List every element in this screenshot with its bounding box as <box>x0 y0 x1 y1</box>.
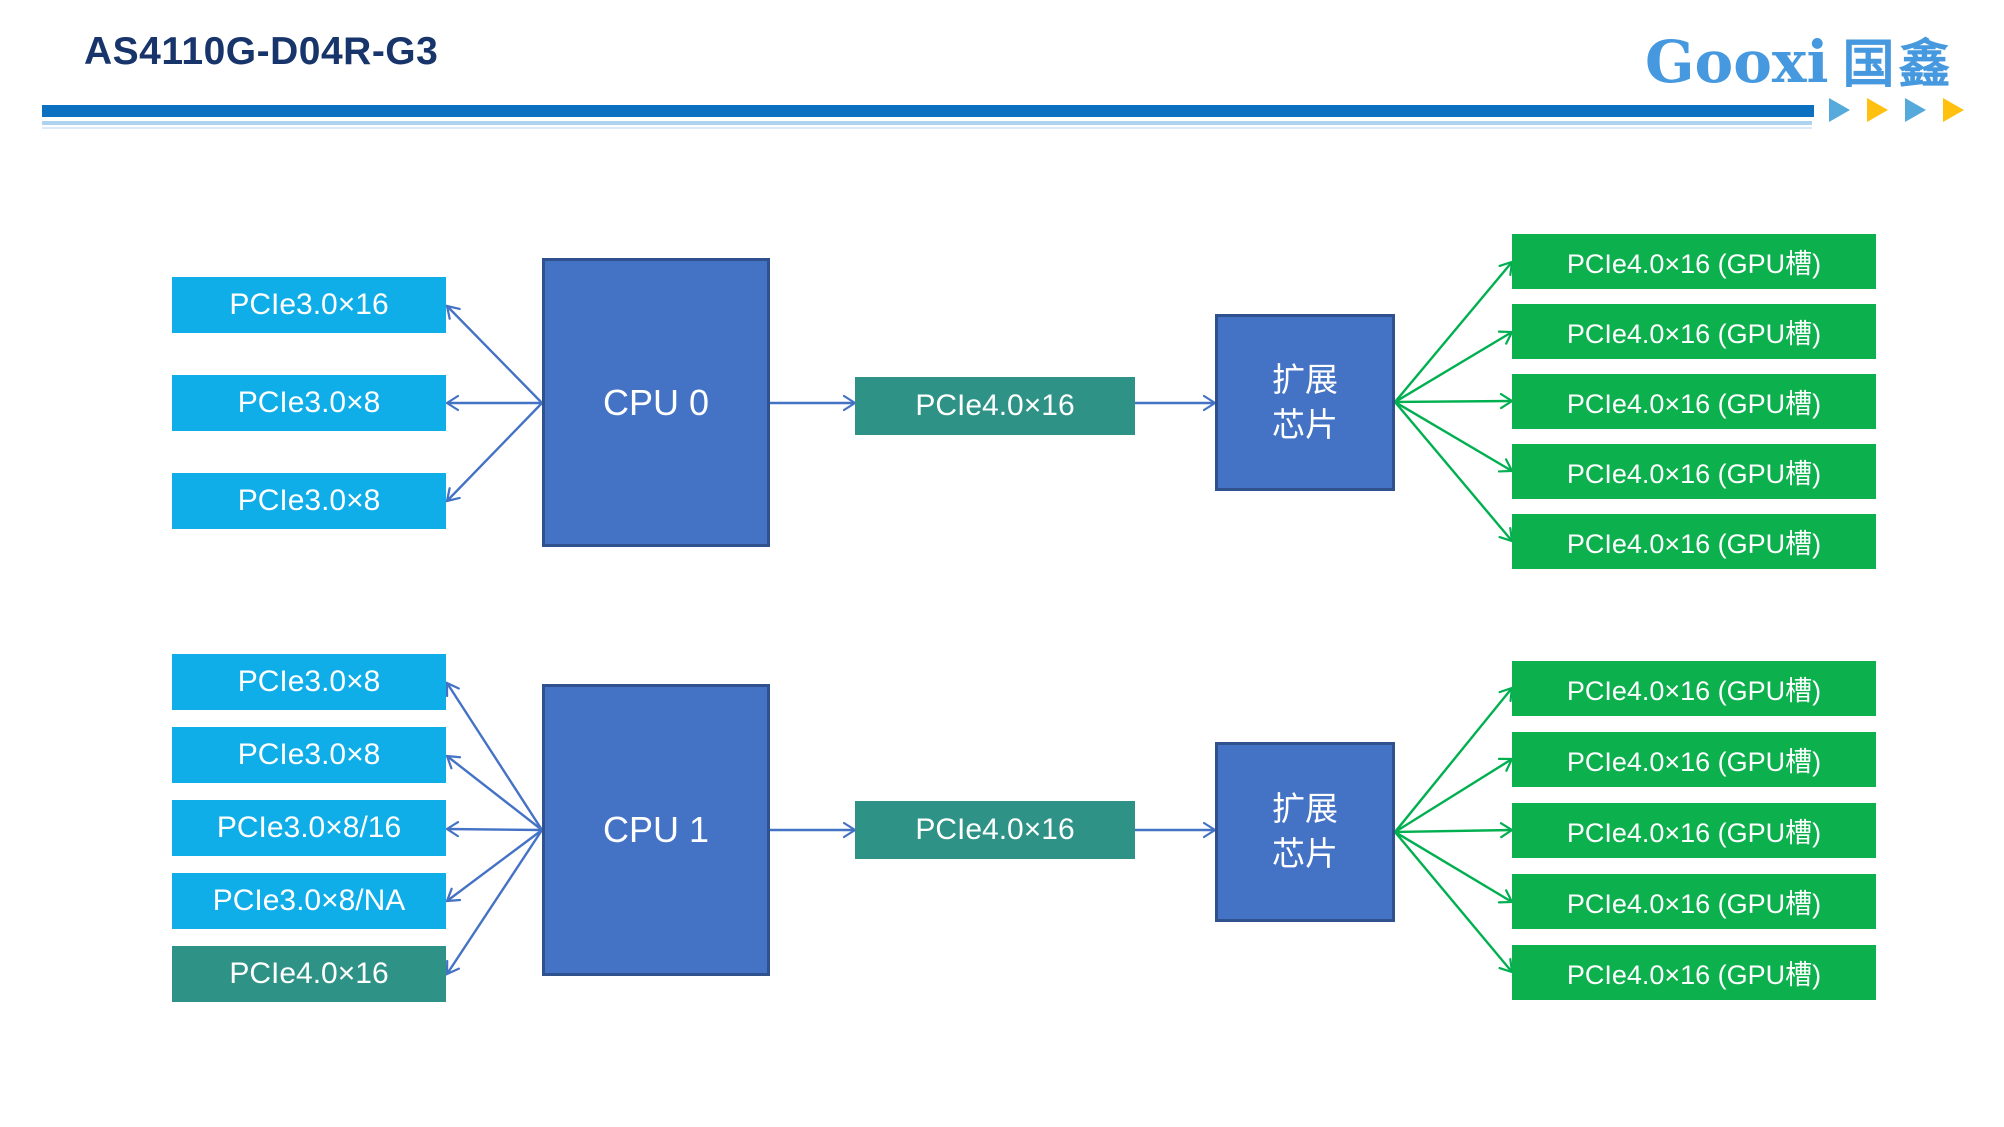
pcie-slot-cpu1-1: PCIe3.0×8 <box>172 654 446 710</box>
arrow-exp1-gpu1 <box>1394 686 1514 833</box>
pcie-slot-cpu0-1: PCIe3.0×16 <box>172 277 446 333</box>
arrow-cpu1-slot4 <box>445 829 543 903</box>
gpu-slot-cpu1-1: PCIe4.0×16 (GPU槽) <box>1512 661 1876 716</box>
header-divider-bar <box>42 105 1814 117</box>
arrow-exp1-gpu3 <box>1394 822 1515 839</box>
cpu1-box: CPU 1 <box>542 684 770 976</box>
expander-chip-cpu0: 扩展 芯片 <box>1215 314 1395 491</box>
gpu-slot-cpu1-2: PCIe4.0×16 (GPU槽) <box>1512 732 1876 787</box>
pcie-slot-cpu0-2: PCIe3.0×8 <box>172 375 446 431</box>
arrow-exp1-gpu4 <box>1394 830 1514 904</box>
arrow-cpu1-slot1 <box>445 681 544 831</box>
gpu-slot-cpu0-1: PCIe4.0×16 (GPU槽) <box>1512 234 1876 289</box>
pcie-slot-cpu0-3: PCIe3.0×8 <box>172 473 446 529</box>
uplink-cpu1: PCIe4.0×16 <box>855 801 1135 859</box>
logo-text-cn: 国鑫 <box>1842 36 1955 94</box>
forward-triangle-icon <box>1943 98 1964 122</box>
arrow-exp0-gpu5 <box>1394 401 1514 543</box>
gooxi-logo: Gooxi 国鑫 <box>1645 22 1955 97</box>
arrow-cpu0-slot3 <box>445 402 543 503</box>
arrow-exp0-gpu1 <box>1394 260 1514 403</box>
pcie-slot-cpu1-4: PCIe3.0×8/NA <box>172 873 446 929</box>
expander-chip-cpu1: 扩展 芯片 <box>1215 742 1395 922</box>
expander-label-line1: 扩展 <box>1272 790 1338 828</box>
pcie-slot-cpu1-5: PCIe4.0×16 <box>172 946 446 1002</box>
gpu-slot-cpu1-3: PCIe4.0×16 (GPU槽) <box>1512 803 1876 858</box>
gpu-slot-cpu0-2: PCIe4.0×16 (GPU槽) <box>1512 304 1876 359</box>
expander-label-line2: 芯片 <box>1272 835 1338 872</box>
arrow-cpu0-slot1 <box>445 304 543 404</box>
arrow-cpu1-slot2 <box>445 754 543 831</box>
gpu-slot-cpu0-5: PCIe4.0×16 (GPU槽) <box>1512 514 1876 569</box>
gpu-slot-cpu0-3: PCIe4.0×16 (GPU槽) <box>1512 374 1876 429</box>
expander-label-line2: 芯片 <box>1272 405 1338 443</box>
pcie-slot-cpu1-3: PCIe3.0×8/16 <box>172 800 446 856</box>
arrow-exp0-gpu3 <box>1394 392 1515 410</box>
arrow-exp1-gpu2 <box>1394 757 1514 834</box>
cpu0-box: CPU 0 <box>542 258 770 547</box>
forward-triangle-icon <box>1829 98 1850 122</box>
arrow-exp0-gpu4 <box>1394 400 1514 473</box>
gpu-slot-cpu1-5: PCIe4.0×16 (GPU槽) <box>1512 945 1876 1000</box>
arrow-exp1-gpu5 <box>1394 831 1514 974</box>
arrow-cpu1-slot3 <box>444 821 543 838</box>
expander-label-line1: 扩展 <box>1272 360 1338 398</box>
header-divider-line <box>42 121 1812 125</box>
arrow-exp0-gpu2 <box>1394 330 1514 404</box>
pcie-slot-cpu1-2: PCIe3.0×8 <box>172 727 446 783</box>
uplink-cpu0: PCIe4.0×16 <box>855 377 1135 435</box>
gpu-slot-cpu1-4: PCIe4.0×16 (GPU槽) <box>1512 874 1876 929</box>
forward-triangle-icon <box>1905 98 1926 122</box>
header-divider-line2 <box>42 127 1812 129</box>
page-title: AS4110G-D04R-G3 <box>84 30 439 73</box>
logo-text-en: Gooxi <box>1645 28 1829 96</box>
gpu-slot-cpu0-4: PCIe4.0×16 (GPU槽) <box>1512 444 1876 499</box>
forward-triangle-icon <box>1867 98 1888 122</box>
arrow-cpu1-slot5 <box>445 829 544 976</box>
